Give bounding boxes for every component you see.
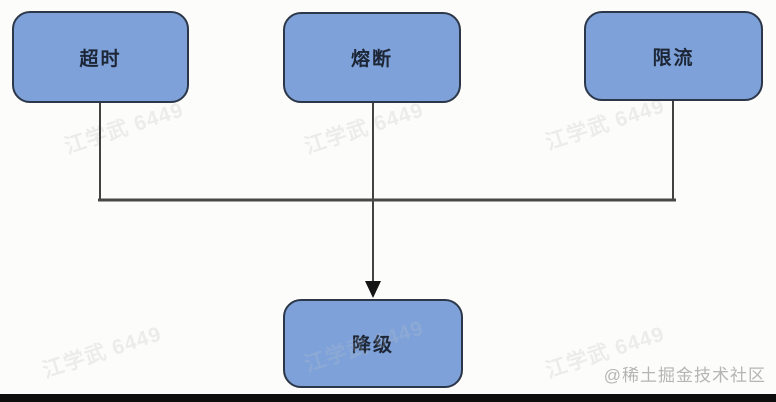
arrow-down-icon [365,281,381,298]
node-label: 限流 [652,47,695,69]
node-fuse: 熔断 [283,12,461,103]
node-timeout: 超时 [12,11,189,103]
node-label: 熔断 [350,49,393,70]
node-downgrade: 降级 [283,299,463,388]
node-ratelimit: 限流 [584,11,763,101]
node-label: 超时 [79,48,122,70]
bottom-black-bar [0,394,776,402]
juejin-community-watermark: @稀土掘金技术社区 [603,366,766,385]
node-label: 降级 [351,335,394,356]
